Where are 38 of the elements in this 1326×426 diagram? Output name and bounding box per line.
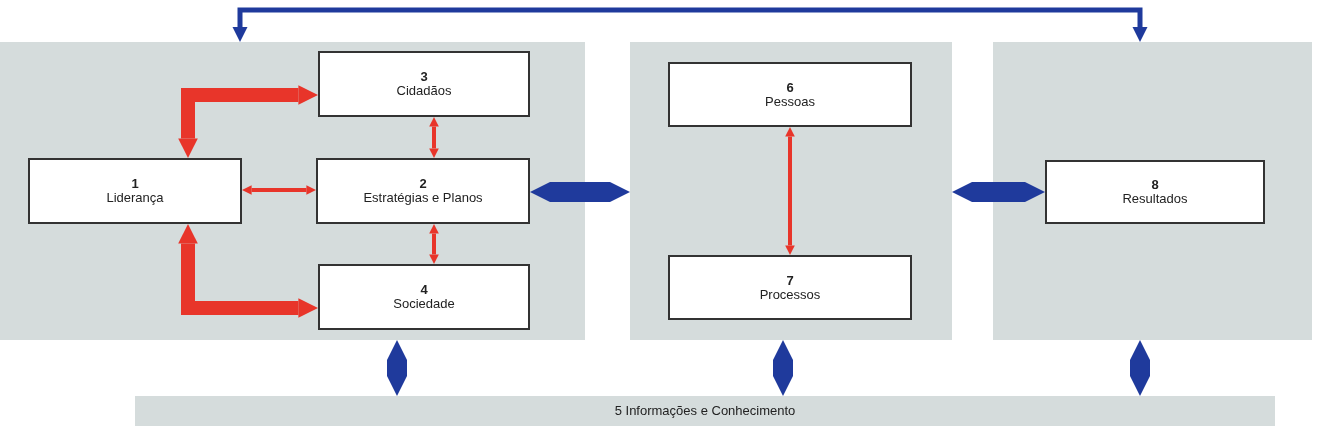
double-arrow <box>773 340 793 396</box>
box-number: 3 <box>420 70 428 84</box>
box-label: 5 Informações e Conhecimento <box>614 404 796 418</box>
group-panel <box>993 42 1312 340</box>
box-number: 8 <box>1151 178 1159 192</box>
box-label: Estratégias e Planos <box>363 191 483 205</box>
box-label: Sociedade <box>393 297 455 311</box>
box-number: 2 <box>419 177 427 191</box>
box-label: Cidadãos <box>396 84 452 98</box>
info-band <box>135 396 1275 426</box>
process-box <box>1045 160 1265 224</box>
group-panel <box>0 42 585 340</box>
box-label: Resultados <box>1122 192 1188 206</box>
process-box <box>668 62 912 127</box>
double-arrow <box>387 340 407 396</box>
process-box <box>318 264 530 330</box>
double-arrow <box>178 85 318 158</box>
double-arrow <box>242 185 316 195</box>
process-box <box>668 255 912 320</box>
double-arrow <box>429 224 439 264</box>
double-arrow <box>530 182 630 202</box>
double-arrow <box>785 127 795 255</box>
box-label: Pessoas <box>765 94 815 109</box>
group-panel <box>630 42 952 340</box>
process-box <box>316 158 530 224</box>
box-number: 4 <box>420 283 428 297</box>
double-arrow <box>952 182 1045 202</box>
box-number: 7 <box>786 273 794 288</box>
box-number: 6 <box>786 80 794 95</box>
double-arrow <box>178 224 318 318</box>
process-box <box>28 158 242 224</box>
double-arrow <box>1130 340 1150 396</box>
box-label: Processos <box>759 287 821 302</box>
box-number: 1 <box>131 177 139 191</box>
box-label: Liderança <box>106 191 164 205</box>
double-arrow <box>232 7 1148 42</box>
double-arrow <box>429 117 439 158</box>
process-box <box>318 51 530 117</box>
